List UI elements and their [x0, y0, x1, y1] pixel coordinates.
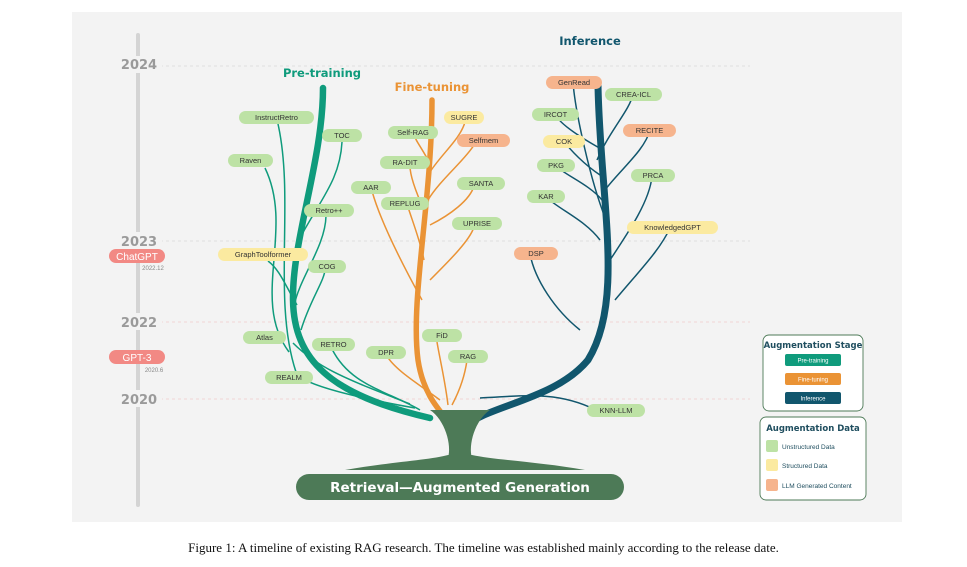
stage-label-pretraining: Pre-training	[283, 66, 361, 80]
node-sugre: SUGRE	[444, 111, 484, 124]
node-kar: KAR	[527, 190, 565, 203]
svg-text:IRCOT: IRCOT	[544, 110, 568, 119]
svg-text:PRCA: PRCA	[643, 171, 664, 180]
svg-text:RAG: RAG	[460, 352, 476, 361]
svg-text:Raven: Raven	[240, 156, 262, 165]
node-raven: Raven	[228, 154, 273, 167]
node-cok: COK	[543, 135, 585, 148]
svg-text:FiD: FiD	[436, 331, 448, 340]
stage-label-inference: Inference	[559, 34, 621, 48]
node-realm: REALM	[265, 371, 313, 384]
milestone-chatgpt: ChatGPT 2022.12	[109, 249, 165, 272]
svg-text:GraphToolformer: GraphToolformer	[235, 250, 292, 259]
svg-text:Retro++: Retro++	[315, 206, 343, 215]
svg-text:GenRead: GenRead	[558, 78, 590, 87]
svg-text:CREA-ICL: CREA-ICL	[616, 90, 651, 99]
stage-label-finetuning: Fine-tuning	[395, 80, 470, 94]
svg-text:RECITE: RECITE	[636, 126, 664, 135]
svg-text:COK: COK	[556, 137, 572, 146]
node-aar: AAR	[351, 181, 391, 194]
milestone-gpt3: GPT-3 2020.6	[109, 350, 165, 374]
legend-stage-title: Augmentation Stage	[764, 341, 863, 351]
node-prca: PRCA	[631, 169, 675, 182]
figure-caption: Figure 1: A timeline of existing RAG res…	[188, 540, 779, 555]
svg-text:KnowledgedGPT: KnowledgedGPT	[644, 223, 701, 232]
svg-text:SUGRE: SUGRE	[451, 113, 478, 122]
svg-text:KAR: KAR	[538, 192, 554, 201]
svg-text:REPLUG: REPLUG	[390, 199, 421, 208]
node-selfrag: Self-RAG	[388, 126, 438, 139]
legend-stage-pretraining: Pre-training	[797, 359, 828, 365]
node-radit: RA-DIT	[380, 156, 430, 169]
node-toc: TOC	[322, 129, 362, 142]
node-rag: RAG	[448, 350, 488, 363]
svg-text:COG: COG	[318, 262, 335, 271]
node-replug: REPLUG	[381, 197, 429, 210]
legend-data-title: Augmentation Data	[766, 424, 860, 434]
node-cog: COG	[308, 260, 346, 273]
node-knnllm: KNN-LLM	[587, 404, 645, 417]
trunk: Retrieval—Augmented Generation	[296, 410, 624, 500]
node-genread: GenRead	[546, 76, 602, 89]
legend-stage-inference: Inference	[800, 397, 826, 403]
legend-data-unstructured: Unstructured Data	[782, 444, 835, 451]
legend-data: Augmentation Data Unstructured Data Stru…	[759, 416, 867, 501]
node-recite: RECITE	[623, 124, 676, 137]
legend-data-structured: Structured Data	[782, 463, 828, 470]
node-atlas: Atlas	[243, 331, 286, 344]
milestone-chatgpt-date: 2022.12	[142, 266, 164, 272]
inference-main-branch	[458, 81, 612, 432]
legend-stage: Augmentation Stage Pre-training Fine-tun…	[762, 334, 864, 412]
svg-text:Atlas: Atlas	[256, 333, 273, 342]
pretraining-main-branch	[289, 84, 434, 422]
year-label-2023: 2023	[121, 235, 157, 250]
svg-text:AAR: AAR	[363, 183, 379, 192]
node-graphtoolformer: GraphToolformer	[218, 248, 308, 261]
svg-text:Selfmem: Selfmem	[469, 136, 499, 145]
svg-text:REALM: REALM	[276, 373, 302, 382]
svg-text:UPRISE: UPRISE	[463, 219, 491, 228]
node-ircot: IRCOT	[532, 108, 579, 121]
svg-text:TOC: TOC	[334, 131, 350, 140]
node-retropp: Retro++	[304, 204, 354, 217]
year-label-2020: 2020	[121, 393, 157, 408]
year-label-2022: 2022	[121, 316, 157, 331]
milestone-gpt3-label: GPT-3	[123, 353, 152, 364]
node-knowledgedgpt: KnowledgedGPT	[627, 221, 718, 234]
milestone-chatgpt-label: ChatGPT	[116, 252, 158, 263]
trunk-label: Retrieval—Augmented Generation	[330, 480, 590, 496]
year-label-2024: 2024	[121, 58, 157, 73]
svg-text:DSP: DSP	[528, 249, 543, 258]
timeline-axis	[136, 33, 750, 507]
node-dsp: DSP	[514, 247, 558, 260]
node-instructretro: InstructRetro	[239, 111, 314, 124]
svg-text:RETRO: RETRO	[320, 340, 346, 349]
svg-text:DPR: DPR	[378, 348, 394, 357]
svg-text:Self-RAG: Self-RAG	[397, 128, 429, 137]
svg-text:PKG: PKG	[548, 161, 564, 170]
node-dpr: DPR	[366, 346, 406, 359]
svg-text:KNN-LLM: KNN-LLM	[600, 406, 633, 415]
node-creaicl: CREA-ICL	[605, 88, 662, 101]
node-selfmem: Selfmem	[457, 134, 510, 147]
finetuning-main-branch	[413, 97, 458, 433]
node-fid: FiD	[422, 329, 462, 342]
legend-data-llm-generated: LLM Generated Content	[782, 483, 852, 490]
svg-text:InstructRetro: InstructRetro	[255, 113, 298, 122]
legend-stage-finetuning: Fine-tuning	[798, 378, 828, 384]
svg-text:SANTA: SANTA	[469, 179, 493, 188]
node-santa: SANTA	[457, 177, 505, 190]
node-retro: RETRO	[312, 338, 355, 351]
node-pkg: PKG	[537, 159, 575, 172]
node-uprise: UPRISE	[452, 217, 502, 230]
milestone-gpt3-date: 2020.6	[145, 368, 164, 374]
svg-text:RA-DIT: RA-DIT	[393, 158, 418, 167]
